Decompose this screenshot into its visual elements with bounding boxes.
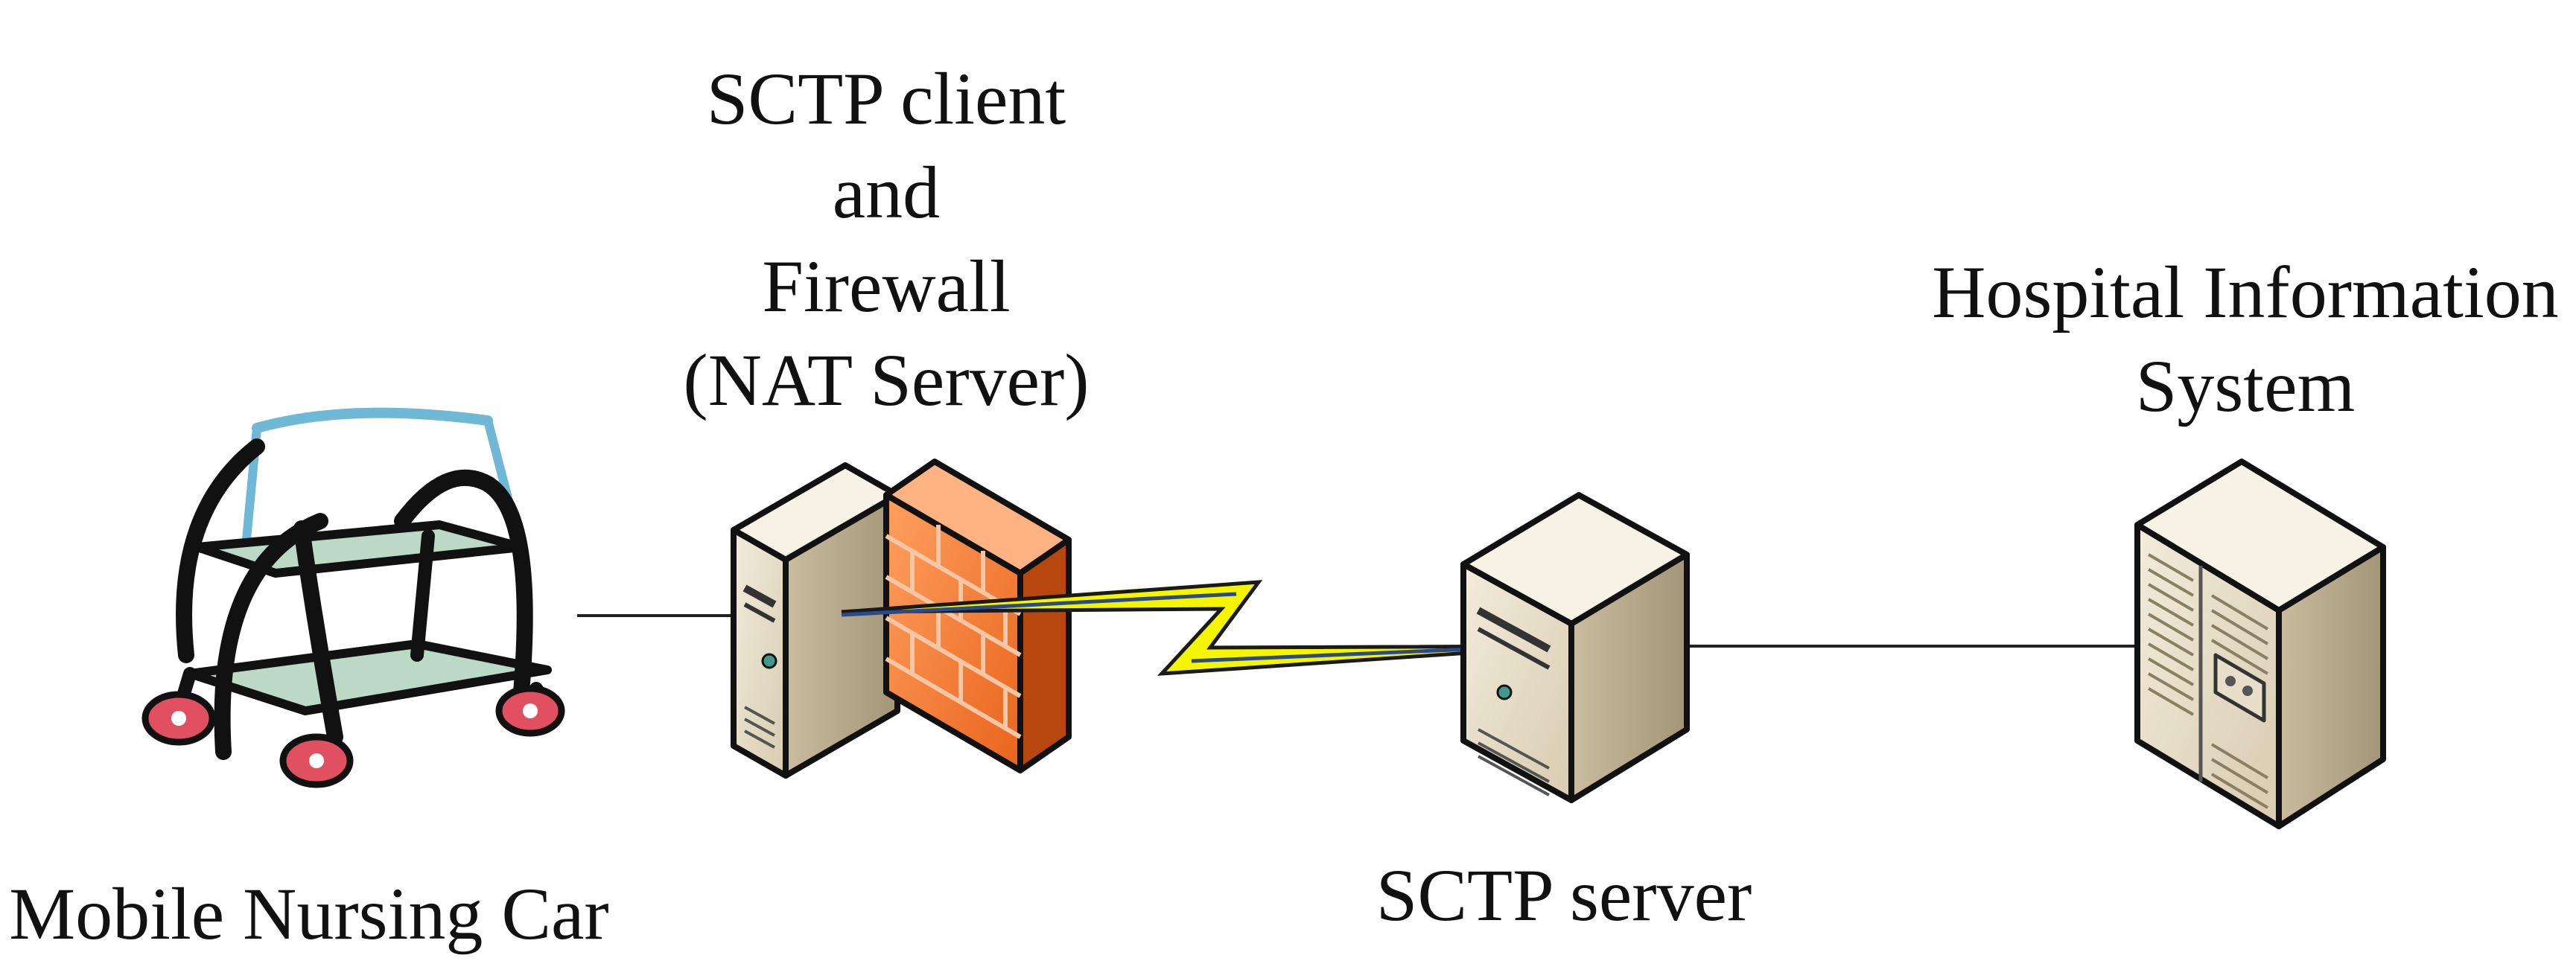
- nursing-car-label: Mobile Nursing Car: [0, 867, 618, 961]
- nursing-car-label-text: Mobile Nursing Car: [9, 872, 609, 955]
- mainframe-server-icon: [2134, 459, 2386, 829]
- client-label-line: (NAT Server): [683, 339, 1090, 421]
- server-tower-icon: [731, 462, 900, 779]
- client-label-line: SCTP client: [706, 57, 1066, 140]
- client-label-line: Firewall: [762, 245, 1011, 328]
- his-label-line: Hospital Information: [1932, 251, 2559, 333]
- server-tower-icon: [1460, 492, 1690, 803]
- client-label: SCTP client and Firewall (NAT Server): [670, 52, 1102, 427]
- his-label: Hospital Information System: [1929, 246, 2562, 433]
- his-label-line: System: [2135, 345, 2356, 427]
- nursing-cart-icon: [141, 407, 565, 788]
- sctp-server-label-text: SCTP server: [1376, 854, 1752, 936]
- sctp-server-label: SCTP server: [1341, 849, 1787, 942]
- client-label-line: and: [832, 151, 941, 234]
- firewall-brick-icon: [883, 459, 1072, 773]
